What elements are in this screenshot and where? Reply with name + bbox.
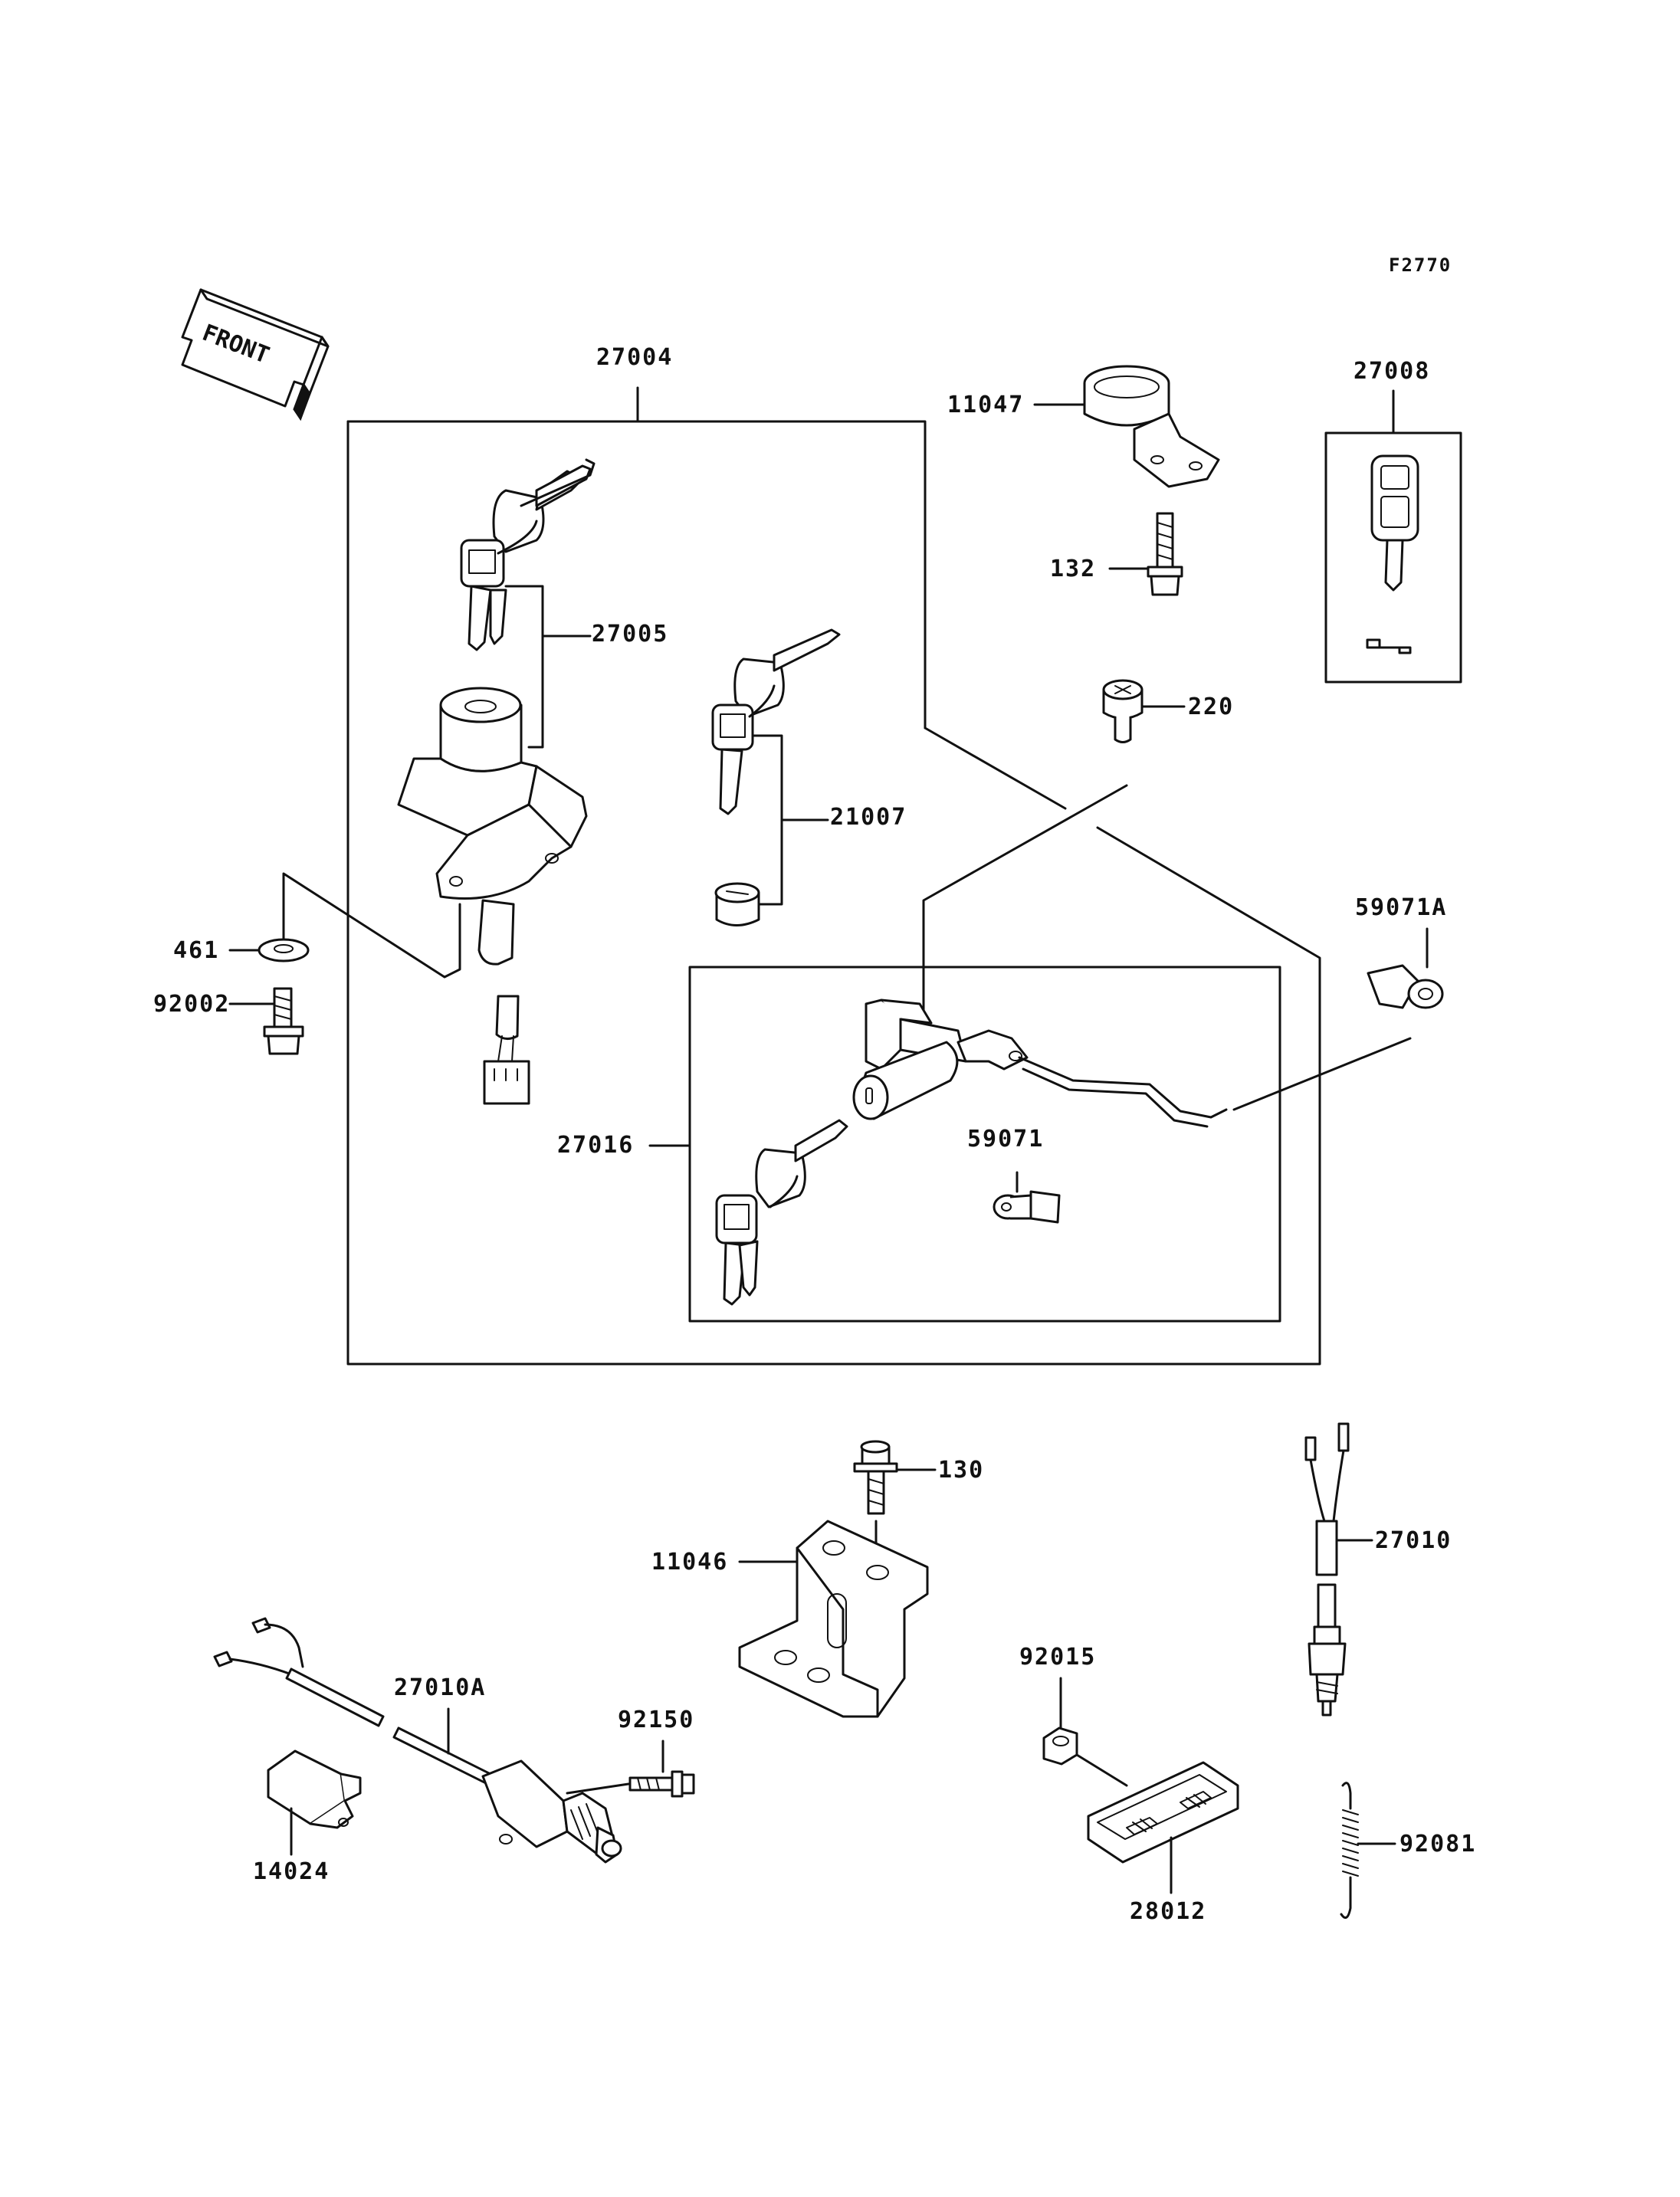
part-label-14024: 14024 [253, 1858, 330, 1885]
part-label-28012: 28012 [1130, 1898, 1207, 1925]
frame-27004 [346, 386, 1321, 1366]
part-label-27010: 27010 [1375, 1527, 1452, 1554]
part-label-27008: 27008 [1354, 358, 1431, 385]
front-arrow-icon: FRONT [181, 288, 330, 421]
seat-lock-27016 [852, 998, 1412, 1128]
clamp-11047 [1033, 365, 1220, 488]
bracket-11046 [738, 1520, 929, 1718]
reflector-28012 [1087, 1761, 1239, 1894]
part-label-461: 461 [173, 937, 220, 964]
clip-59071 [993, 1171, 1061, 1224]
keys-21007 [711, 628, 841, 926]
part-label-92002: 92002 [153, 991, 231, 1018]
part-label-27004: 27004 [596, 344, 674, 371]
switch-27010A [213, 1617, 630, 1864]
figure-code: F2770 [1389, 254, 1452, 276]
frame-27016 [648, 966, 1281, 1323]
nut-92015 [1042, 1677, 1128, 1787]
switch-27010 [1304, 1422, 1373, 1717]
part-label-92081: 92081 [1399, 1831, 1477, 1858]
screw-220 [922, 679, 1186, 1017]
keys-27005 [460, 458, 596, 749]
part-label-130: 130 [938, 1457, 985, 1484]
part-label-92150: 92150 [618, 1707, 695, 1733]
part-label-11047: 11047 [947, 392, 1025, 418]
key-blank-27008 [1324, 389, 1462, 684]
keys-27016 [715, 1119, 848, 1306]
washer-461 [228, 872, 461, 979]
bolt-92002 [228, 987, 304, 1055]
part-label-59071A: 59071A [1355, 894, 1448, 921]
cover-14024 [267, 1749, 362, 1856]
part-label-27005: 27005 [592, 621, 669, 648]
clip-59071A [1367, 927, 1444, 1009]
ignition-switch-27004 [397, 687, 588, 1105]
bolt-132 [1108, 512, 1183, 596]
part-label-92015: 92015 [1019, 1644, 1097, 1671]
part-label-27016: 27016 [557, 1132, 635, 1159]
bolt-130 [853, 1440, 937, 1584]
part-label-132: 132 [1050, 556, 1097, 582]
part-label-11046: 11046 [651, 1549, 729, 1576]
part-label-59071: 59071 [967, 1126, 1045, 1153]
bolt-92150 [628, 1740, 695, 1798]
part-label-27010A: 27010A [394, 1674, 487, 1701]
spring-92081 [1340, 1782, 1396, 1919]
part-label-220: 220 [1188, 694, 1235, 720]
part-label-21007: 21007 [830, 804, 907, 831]
